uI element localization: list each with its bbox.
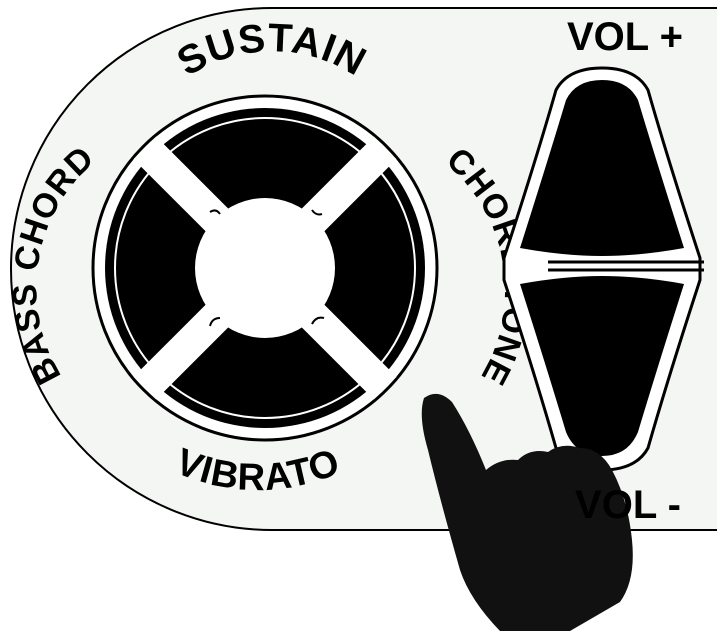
volume-up-button[interactable] <box>520 80 684 256</box>
center-hub <box>195 198 335 338</box>
mode-button-cluster <box>91 94 439 442</box>
volume-down-button[interactable] <box>520 276 684 456</box>
vol-minus-label: VOL - <box>575 483 681 527</box>
pointing-hand-icon <box>421 393 633 631</box>
vol-plus-label: VOL + <box>567 15 683 59</box>
